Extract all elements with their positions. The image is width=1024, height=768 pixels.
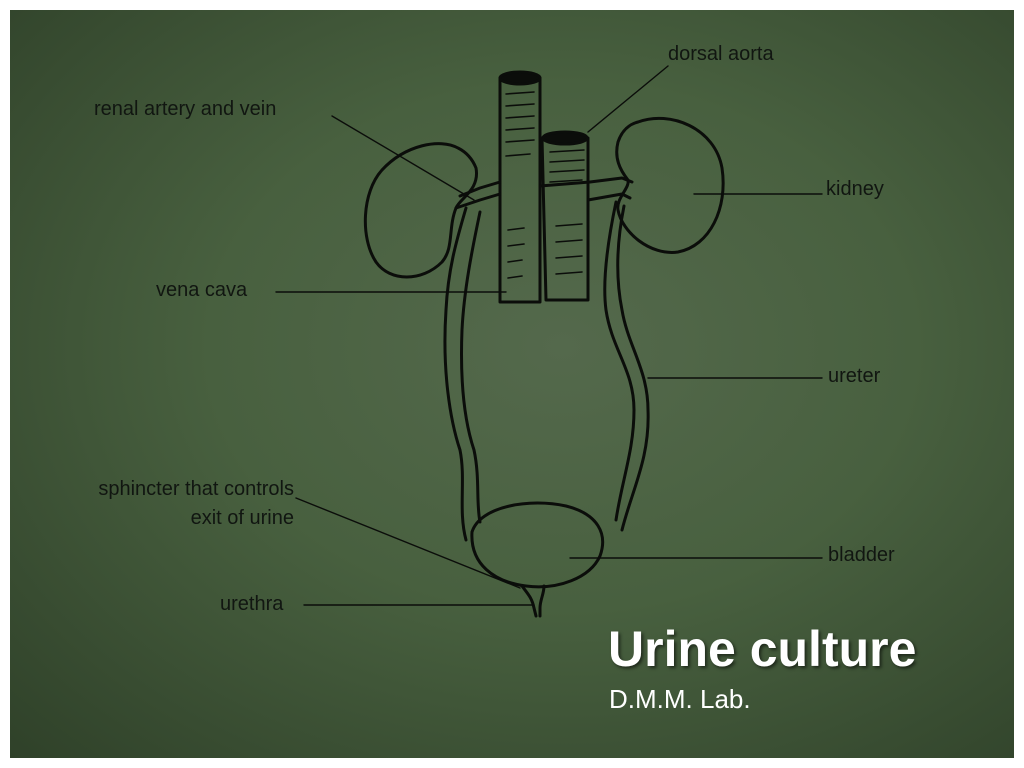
right-kidney (615, 116, 725, 254)
label-sphincter: sphincter that controls exit of urine (40, 475, 294, 533)
bladder-outline (470, 501, 605, 589)
label-vena-cava: vena cava (156, 279, 248, 301)
label-renal-artery-and-vein: renal artery and vein (94, 98, 277, 120)
left-ureter (443, 206, 468, 542)
label-kidney: kidney (826, 178, 884, 200)
label-sphincter-line1: sphincter that controls (98, 478, 294, 500)
urinary-system-diagram (275, 65, 823, 618)
label-sphincter-line2: exit of urine (190, 507, 294, 529)
right-ureter (603, 200, 636, 522)
slide-subtitle: D.M.M. Lab. (609, 684, 751, 714)
vena-cava (498, 76, 542, 304)
slide: dorsal aorta renal artery and vein kidne… (10, 10, 1014, 758)
label-urethra: urethra (220, 593, 284, 615)
slide-title: Urine culture (608, 621, 917, 677)
dorsal-aorta (540, 136, 590, 302)
left-kidney (363, 142, 478, 279)
label-bladder: bladder (828, 544, 895, 566)
label-dorsal-aorta: dorsal aorta (668, 43, 774, 65)
urethra-shape (520, 584, 546, 618)
label-ureter: ureter (828, 365, 881, 387)
